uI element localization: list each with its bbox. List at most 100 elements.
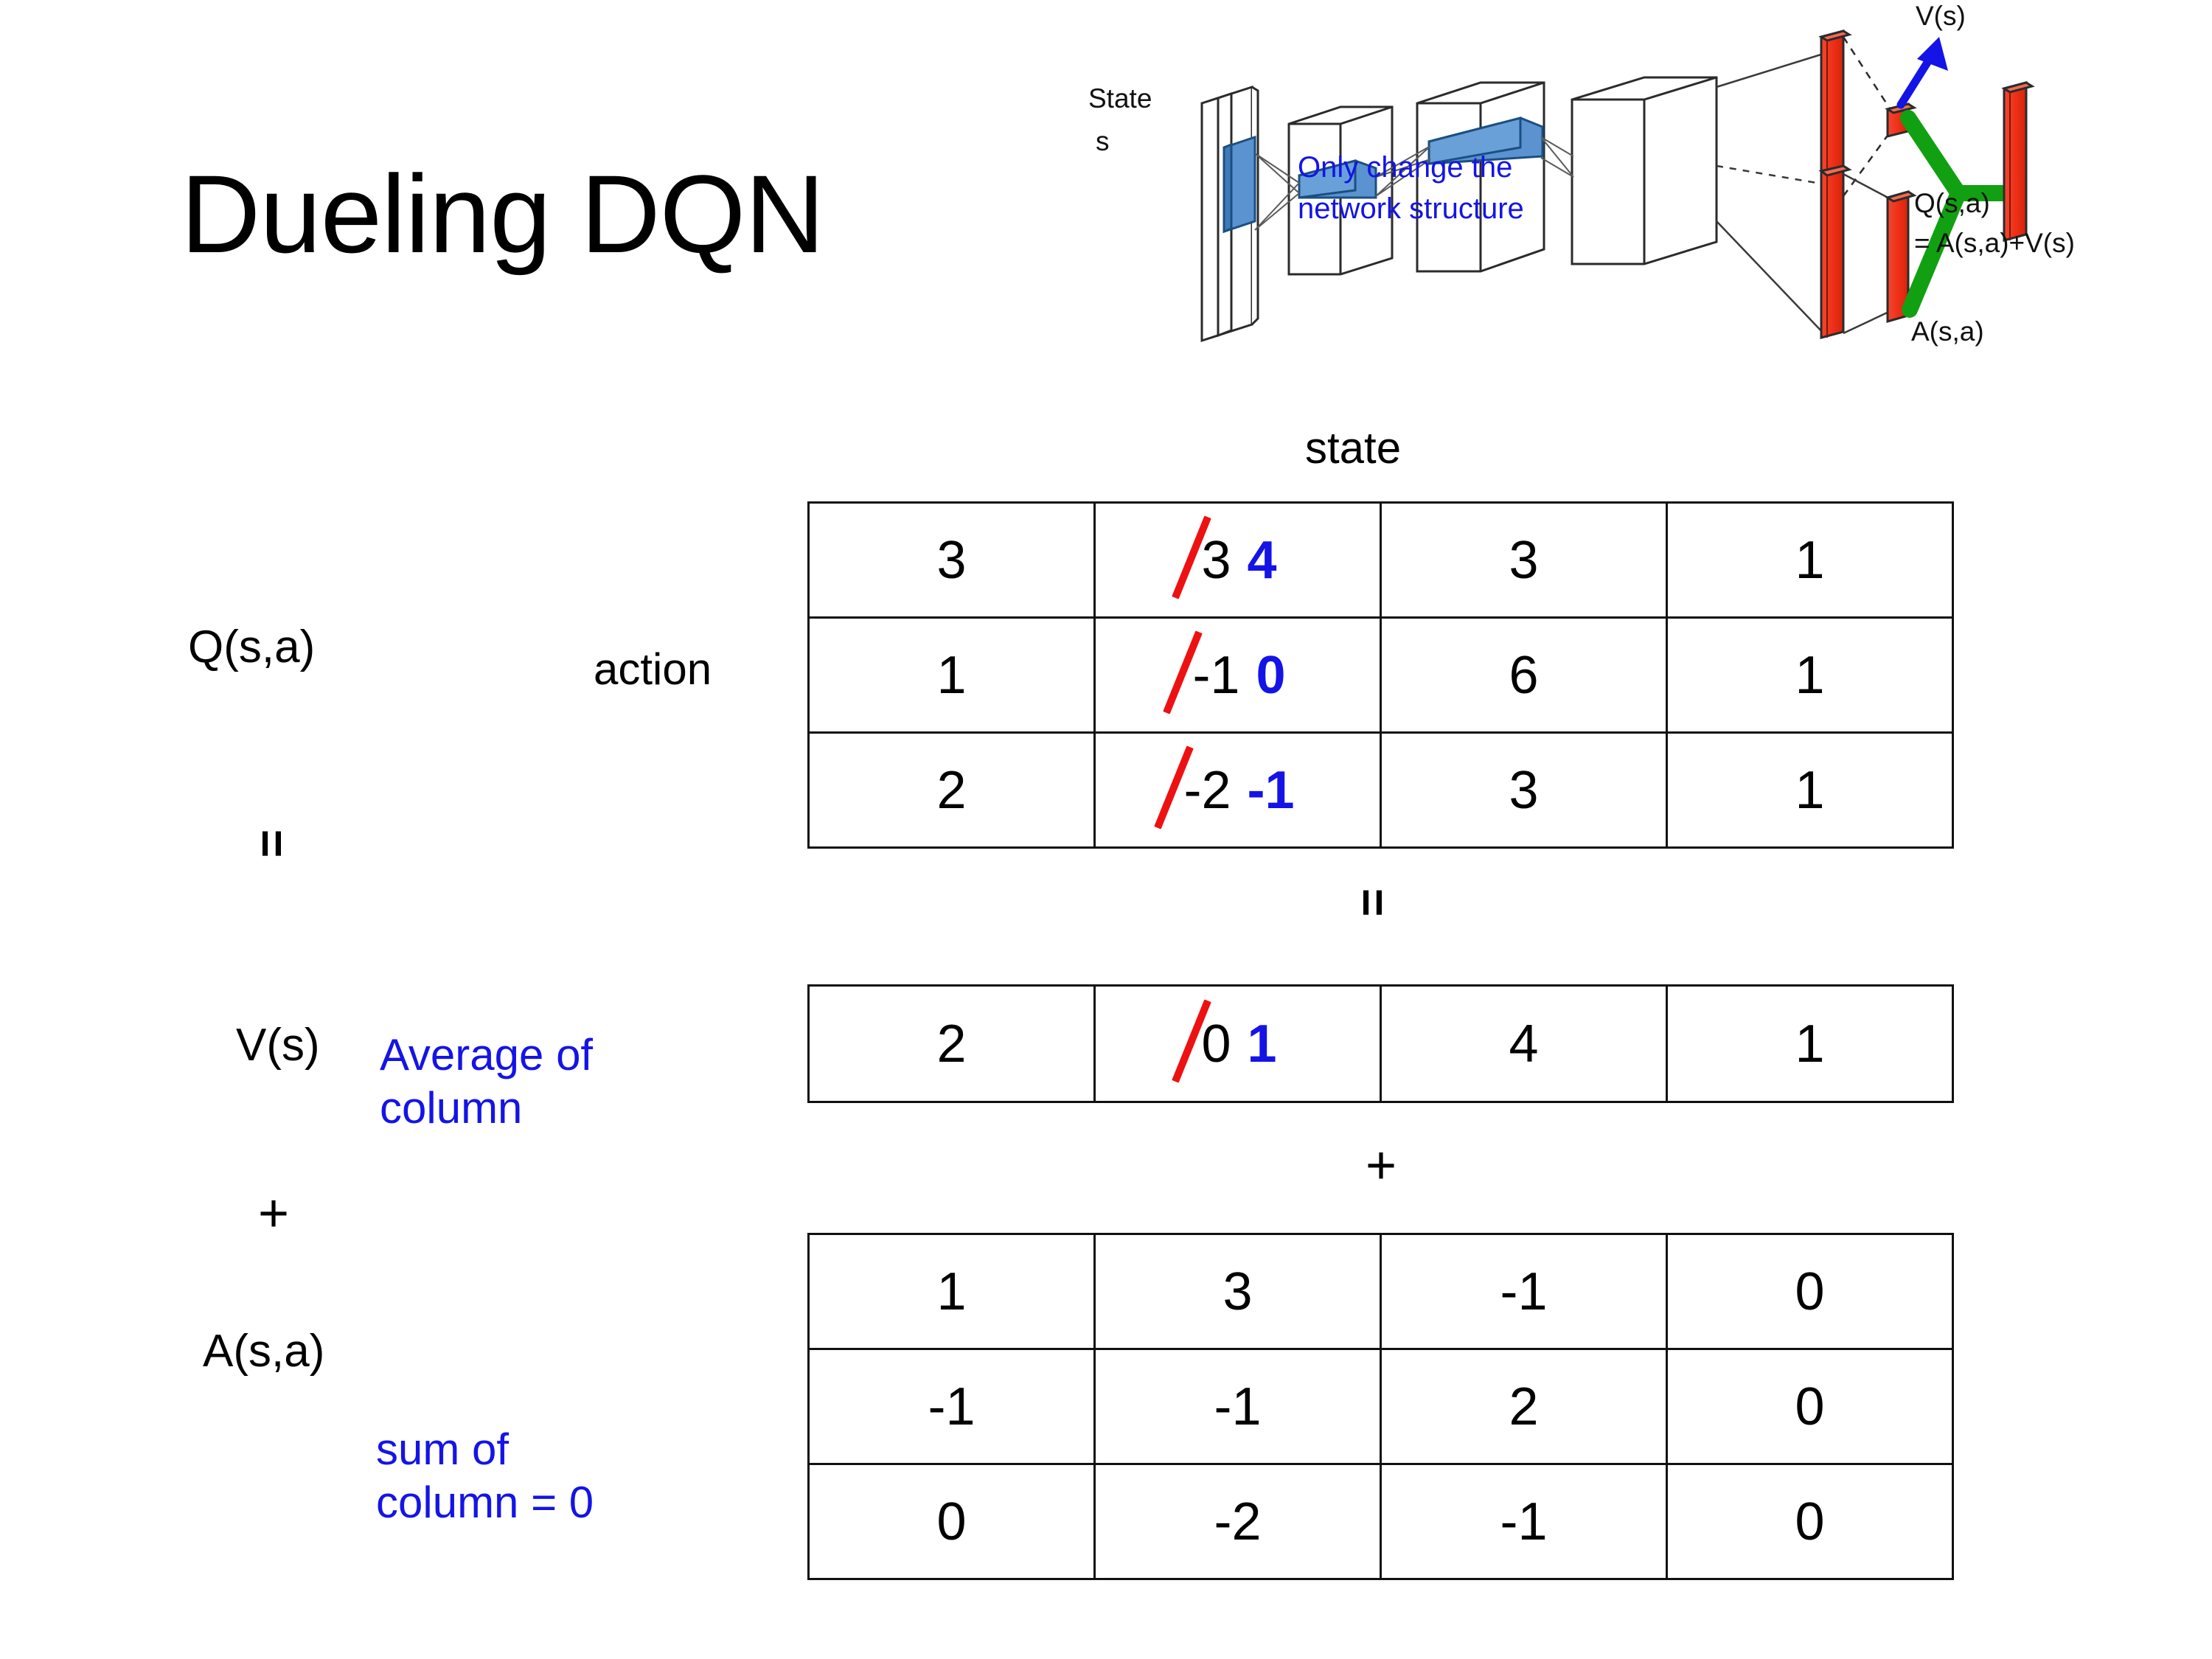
table-row: 1 3 -1 0 xyxy=(807,1233,1954,1350)
cell-value: -2 xyxy=(1214,1492,1262,1551)
table-cell: 3 xyxy=(1093,1233,1382,1350)
table-cell: -2-1 xyxy=(1093,731,1382,849)
table-row: -1 -1 2 0 xyxy=(807,1348,1954,1465)
average-note-line2: column xyxy=(380,1083,523,1133)
struck-old-value: 3 xyxy=(1198,530,1234,591)
cell-value: -1 xyxy=(1214,1377,1262,1436)
diagram-advantage-label: A(s,a) xyxy=(1911,316,1984,347)
corrected-new-value: 1 xyxy=(1247,1014,1277,1074)
cell-value: 2 xyxy=(936,1014,967,1074)
table-cell: 6 xyxy=(1380,616,1668,734)
value-output-arrow-icon xyxy=(1896,37,1948,109)
aggregation-link-shape xyxy=(1900,110,2015,318)
struck-old-value: 0 xyxy=(1198,1014,1234,1074)
cell-value: 0 xyxy=(1795,1492,1825,1551)
table-row: 0 -2 -1 0 xyxy=(807,1463,1954,1580)
dueling-network-diagram: State s Only change the network structur… xyxy=(1084,0,2212,413)
table-row: 2 -2-1 3 1 xyxy=(807,731,1954,849)
cell-value: 1 xyxy=(1795,1014,1825,1074)
cell-value: 3 xyxy=(1509,760,1539,820)
diagram-note-line1: Only change the xyxy=(1298,151,1512,184)
cell-value: 2 xyxy=(936,760,967,820)
conv-filter-2-shape xyxy=(1427,116,1544,165)
table-cell: 3 xyxy=(1380,731,1668,849)
corrected-new-value: 0 xyxy=(1256,645,1286,705)
struck-old-value: -2 xyxy=(1180,760,1234,821)
page-title: Dueling DQN xyxy=(181,152,825,276)
q-function-label: Q(s,a) xyxy=(188,622,316,672)
cell-value: -1 xyxy=(1500,1492,1548,1551)
table-cell: 0 xyxy=(1666,1463,1954,1580)
cell-value: 3 xyxy=(1509,530,1539,590)
advantage-node-lines-shape xyxy=(1843,173,1894,335)
input-receptive-field-shape xyxy=(1222,135,1256,234)
table-cell: -1 xyxy=(807,1348,1096,1465)
diagram-note-line2: network structure xyxy=(1298,192,1524,225)
value-stream-bar-shape xyxy=(1818,29,1852,201)
cell-value: 6 xyxy=(1509,645,1539,705)
cell-value: 1 xyxy=(1795,530,1825,590)
table-cell: -1 xyxy=(1380,1233,1668,1350)
state-axis-label: state xyxy=(1305,423,1402,473)
cell-value: 1 xyxy=(936,1262,967,1321)
v-function-label: V(s) xyxy=(236,1020,320,1071)
cell-value: 1 xyxy=(936,645,967,705)
table-cell: 2 xyxy=(807,984,1096,1103)
table-cell: 3 xyxy=(807,501,1096,619)
table-cell: -2 xyxy=(1093,1463,1382,1580)
plus-operator-left: + xyxy=(258,1184,290,1243)
average-of-column-note: Average of column xyxy=(380,1029,734,1135)
diagram-q-label-line2: = A(s,a)+V(s) xyxy=(1914,228,2075,258)
corrected-new-value: -1 xyxy=(1247,760,1295,820)
cell-value: 3 xyxy=(1222,1262,1253,1321)
table-cell: 1 xyxy=(1666,984,1954,1103)
connection-lines-shape xyxy=(1254,136,1574,231)
sum-note-line2: column = 0 xyxy=(376,1478,594,1527)
table-cell: 0 xyxy=(1666,1348,1954,1465)
cell-value: 1 xyxy=(1795,645,1825,705)
cell-value: 0 xyxy=(1795,1377,1825,1436)
struck-old-value: -1 xyxy=(1189,645,1242,706)
table-cell: 1 xyxy=(807,1233,1096,1350)
head-split-lines-shape xyxy=(1716,52,1826,336)
table-cell: 2 xyxy=(807,731,1096,849)
table-cell: 1 xyxy=(1666,731,1954,849)
table-cell: 1 xyxy=(1666,501,1954,619)
diagram-q-label-line1: Q(s,a) xyxy=(1914,188,1990,218)
equals-glyph: = xyxy=(1346,888,1401,914)
table-cell: 0 xyxy=(807,1463,1096,1580)
equals-operator-left: = xyxy=(245,815,299,868)
cell-value: 1 xyxy=(1795,760,1825,820)
cell-value: 4 xyxy=(1509,1014,1539,1074)
equals-operator-middle: = xyxy=(1346,874,1400,927)
plus-operator-middle: + xyxy=(1366,1136,1397,1195)
q-output-bar-shape xyxy=(2001,81,2035,242)
a-function-label: A(s,a) xyxy=(203,1326,325,1377)
advantage-stream-bar-shape xyxy=(1818,164,1852,339)
table-cell: -1 xyxy=(1093,1348,1382,1465)
edited-cell: -2-1 xyxy=(1180,761,1294,820)
sum-of-column-note: sum of column = 0 xyxy=(376,1423,759,1529)
equals-glyph: = xyxy=(245,829,300,855)
table-cell: 2 xyxy=(1380,1348,1668,1465)
corrected-new-value: 4 xyxy=(1247,530,1277,590)
table-cell: 4 xyxy=(1380,984,1668,1103)
cell-value: -1 xyxy=(1500,1262,1548,1321)
cell-value: 0 xyxy=(936,1492,967,1551)
value-scalar-lines-shape xyxy=(1842,36,1896,197)
average-note-line1: Average of xyxy=(380,1030,594,1079)
table-cell: 1 xyxy=(1666,616,1954,734)
table-cell: 0 xyxy=(1666,1233,1954,1350)
diagram-state-label-line1: State xyxy=(1088,83,1152,114)
cell-value: -1 xyxy=(928,1377,975,1436)
diagram-state-label-line2: s xyxy=(1096,126,1110,156)
